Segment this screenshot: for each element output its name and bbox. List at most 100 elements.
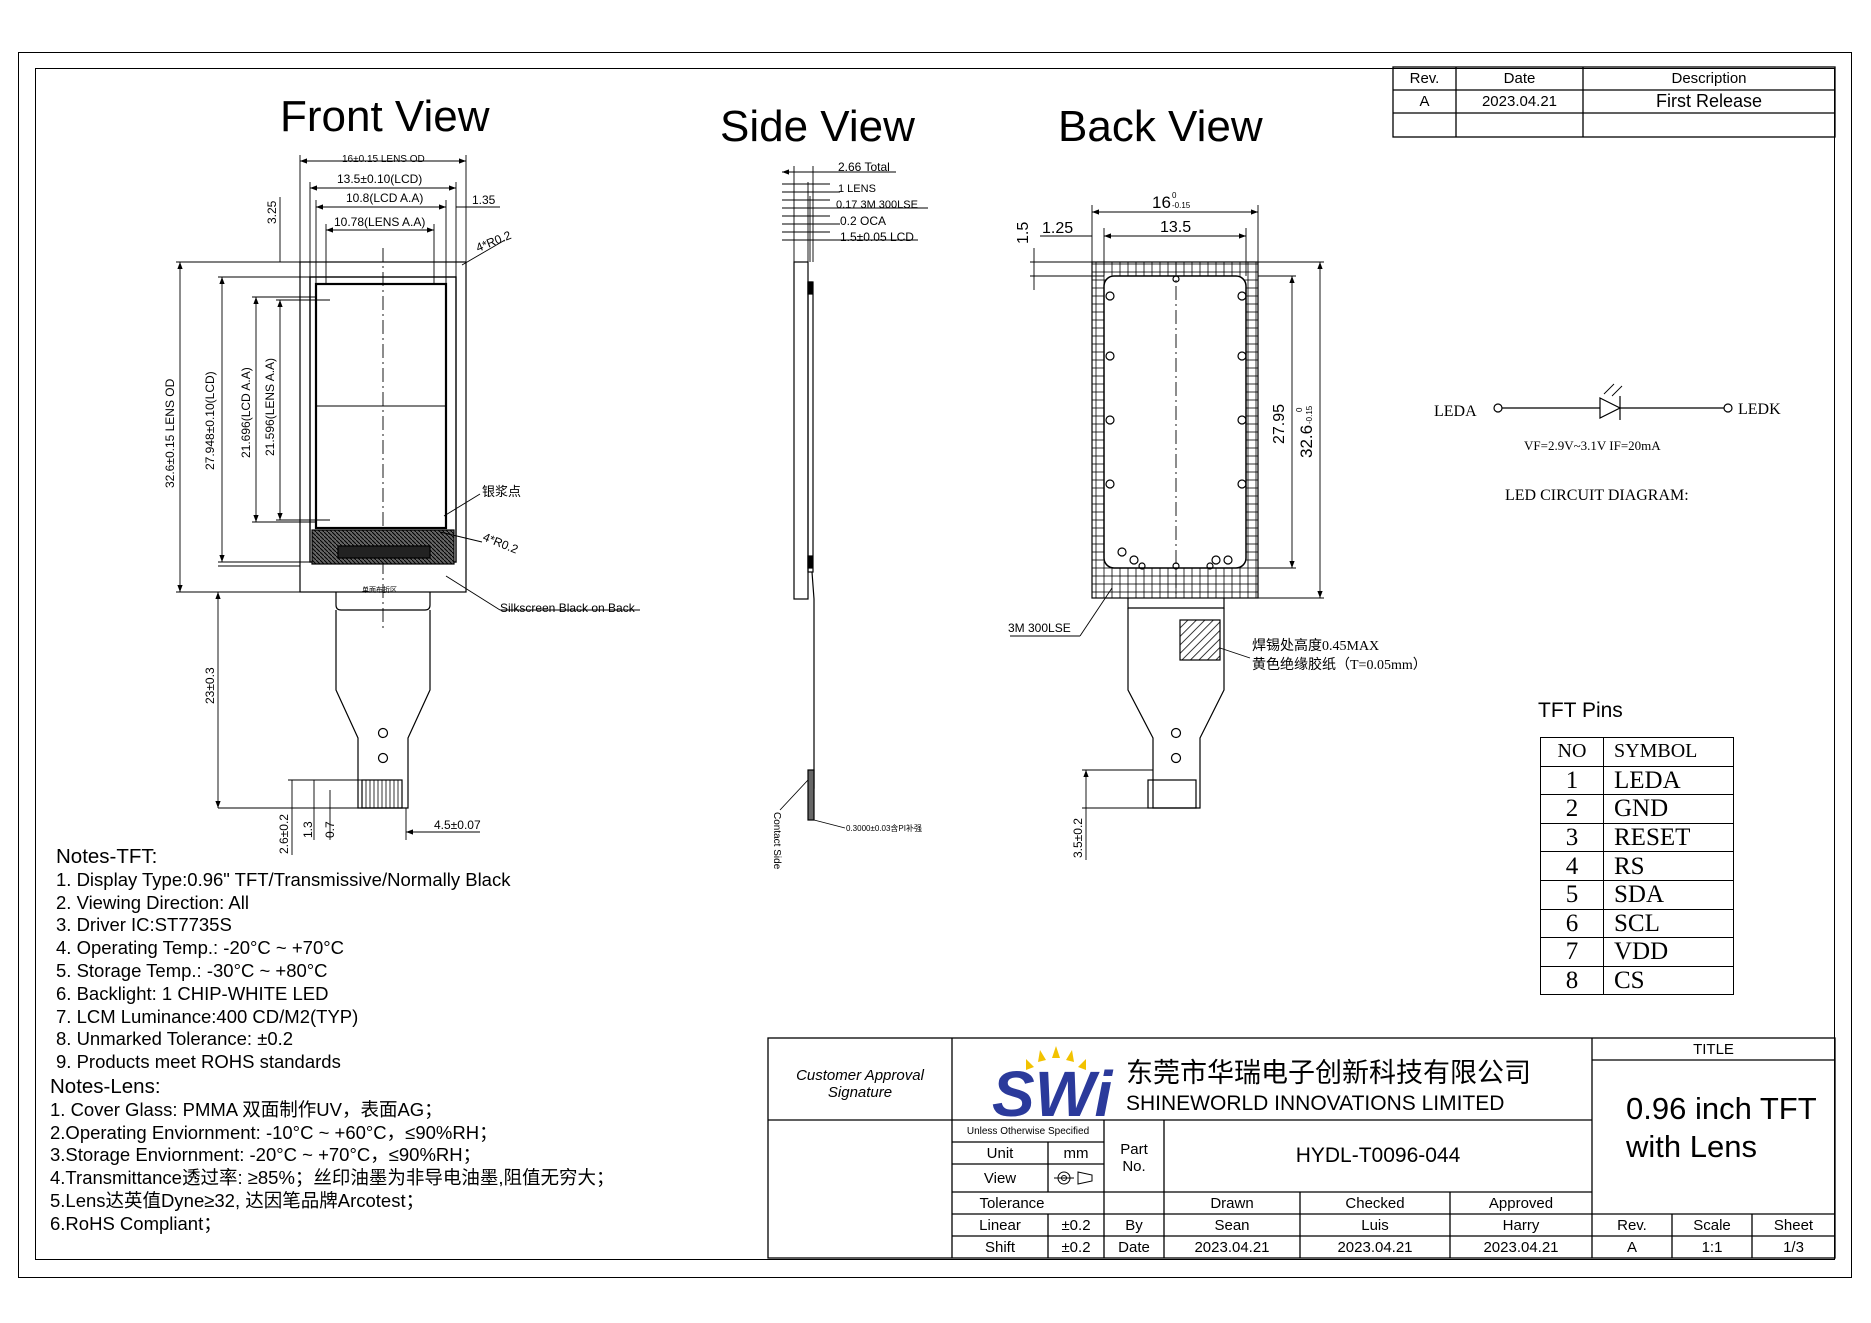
customer-approval-line2: Signature [827, 1084, 893, 1101]
pin-no: 8 [1540, 965, 1604, 996]
drawing-title: 0.96 inch TFT with Lens [1626, 1090, 1817, 1166]
side-contact-side: Contact Side [771, 812, 782, 870]
notes-tft-item: 9. Products meet ROHS standards [56, 1051, 341, 1073]
led-circuit-title: LED CIRCUIT DIAGRAM: [1505, 487, 1689, 504]
back-fpc-hole-2 [1170, 752, 1182, 764]
dim-lens-od-w: 16±0.15 LENS OD [342, 154, 425, 165]
projection-symbol-icon [1054, 1171, 1093, 1185]
pins-header-row: NO SYMBOL [1540, 737, 1734, 767]
linear-value: ±0.2 [1061, 1216, 1091, 1234]
back-h1: 27.95 [1271, 404, 1288, 444]
label-silver-dot: 银浆点 [482, 484, 521, 499]
part-no-label: Part No. [1104, 1130, 1164, 1186]
back-fpc-fingers [1147, 779, 1197, 809]
back-h2-low: -0.15 [1305, 405, 1314, 424]
back-solder-1: 焊锡处高度0.45MAX [1252, 637, 1379, 654]
unit-value: mm [1063, 1144, 1089, 1162]
drawn-label: Drawn [1210, 1194, 1254, 1212]
pin-symbol: SCL [1603, 908, 1734, 939]
part-no-label-line2: No. [1122, 1158, 1146, 1175]
side-lens: 1 LENS [838, 183, 876, 195]
company-name-cn: 东莞市华瑞电子创新科技有限公司 [1126, 1057, 1531, 1088]
back-view-title: Back View [1058, 102, 1263, 151]
side-lcd: 1.5±0.05 LCD [840, 230, 914, 244]
rev-date-value: 2023.04.21 [1481, 93, 1558, 110]
logo-text: SWi [992, 1058, 1114, 1130]
part-no-label-line1: Part [1120, 1141, 1148, 1158]
back-insulation-tape [1179, 619, 1221, 661]
tolerance-label: Tolerance [979, 1194, 1045, 1212]
drawing-title-line1: 0.96 inch TFT [1626, 1091, 1817, 1126]
tb-sheet-value: 1/3 [1783, 1238, 1804, 1256]
back-h2-up: 0 [1295, 407, 1304, 412]
back-width-up: 0 [1172, 191, 1177, 200]
back-fpc-end: 3.5±0.2 [1071, 818, 1085, 858]
date-header: Date [1503, 70, 1536, 87]
rev-description-value: First Release [1655, 91, 1763, 111]
side-total: 2.66 Total [838, 160, 890, 174]
led-circuit [1493, 383, 1733, 420]
notes-tft-item: 3. Driver IC:ST7735S [56, 914, 232, 936]
back-inner-w: 13.5 [1160, 219, 1191, 236]
dim-offset-right: 1.35 [472, 193, 496, 207]
view-label: View [983, 1169, 1017, 1187]
dim-fpc-w: 4.5±0.07 [434, 818, 481, 832]
label-silkscreen: Silkscreen Black on Back [500, 601, 636, 615]
side-stiffener [807, 769, 815, 821]
dim-lcd-w: 13.5±0.10(LCD) [337, 172, 422, 186]
dim-offset-top: 3.25 [265, 200, 279, 224]
led-cathode-label: LEDK [1738, 401, 1781, 418]
label-fpc-mark: 单面布折区 [362, 585, 397, 594]
date-label: Date [1118, 1238, 1150, 1256]
pin-symbol: LEDA [1603, 765, 1734, 796]
checked-by: Luis [1361, 1216, 1389, 1234]
drawn-date: 2023.04.21 [1194, 1238, 1270, 1256]
pins-header-symbol: SYMBOL [1603, 737, 1734, 767]
notes-lens: Notes-Lens: 1. Cover Glass: PMMA 双面制作UV，… [50, 1075, 615, 1236]
pin-no: 3 [1540, 822, 1604, 853]
side-view-drawing [779, 166, 928, 829]
side-oca: 0.2 OCA [840, 214, 886, 228]
dim-lcd-aa-h: 21.696(LCD A.A) [239, 367, 253, 458]
dim-lens-aa-w: 10.78(LENS A.A) [334, 215, 425, 229]
dim-lens-aa-h: 21.596(LENS A.A) [263, 358, 277, 456]
side-lse: 0.17 3M 300LSE [836, 199, 918, 211]
front-fpc-neck [335, 592, 431, 611]
drawn-by: Sean [1214, 1216, 1250, 1234]
pins-title: TFT Pins [1538, 699, 1623, 722]
drawing-outer-frame [18, 52, 1852, 1278]
customer-approval: Customer Approval Signature [768, 1060, 952, 1108]
front-view-title: Front View [280, 92, 490, 141]
notes-tft-item: 8. Unmarked Tolerance: ±0.2 [56, 1028, 294, 1050]
back-view-drawing [1010, 205, 1324, 860]
notes-lens-item: 1. Cover Glass: PMMA 双面制作UV，表面AG； [50, 1098, 443, 1120]
led-diode-symbol [1599, 397, 1622, 419]
notes-tft-item: 5. Storage Temp.: -30°C ~ +80°C [56, 959, 328, 981]
approved-label: Approved [1488, 1194, 1554, 1212]
back-width-nom: 16 [1152, 193, 1171, 212]
front-dimension-labels: 16±0.15 LENS OD 13.5±0.10(LCD) 10.8(LCD … [163, 154, 636, 854]
led-anode-label: LEDA [1434, 403, 1477, 420]
side-pi: 0.3000±0.03含PI补强 [846, 823, 922, 833]
back-width-low: -0.15 [1172, 201, 1191, 210]
drawing-title-line2: with Lens [1626, 1129, 1757, 1164]
dim-pitch-1: 1.3 [301, 821, 315, 838]
pin-symbol: RS [1603, 851, 1734, 881]
side-dimension-labels: 2.66 Total 1 LENS 0.17 3M 300LSE 0.2 OCA… [771, 160, 922, 870]
notes-tft-item: 4. Operating Temp.: -20°C ~ +70°C [56, 937, 344, 959]
pin-symbol: CS [1603, 965, 1734, 996]
company-name-en: SHINEWORLD INNOVATIONS LIMITED [1126, 1092, 1505, 1115]
title-label: TITLE [1693, 1040, 1734, 1058]
approved-by: Harry [1502, 1216, 1540, 1234]
notes-tft-item: 6. Backlight: 1 CHIP-WHITE LED [56, 982, 329, 1004]
by-label: By [1125, 1216, 1143, 1234]
pins-header-no: NO [1540, 737, 1604, 767]
drawing-inner-frame [35, 68, 1835, 1260]
tb-scale-value: 1:1 [1701, 1238, 1723, 1256]
unit-label: Unit [986, 1144, 1014, 1162]
